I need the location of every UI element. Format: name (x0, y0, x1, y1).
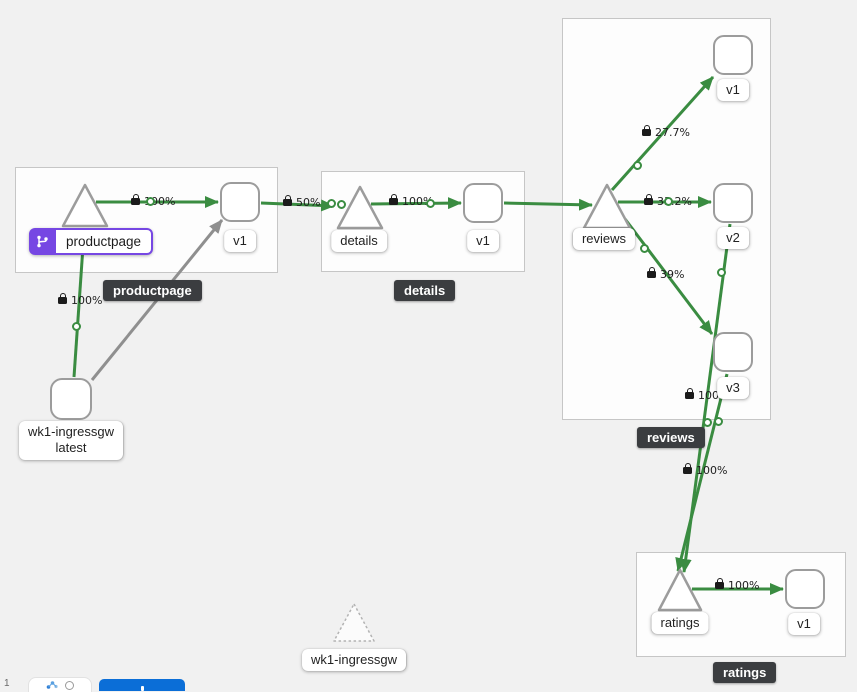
clipped-button-text (140, 686, 144, 691)
edge-label-ppv1-details: 50% (283, 195, 321, 209)
node-ratings-v1[interactable] (785, 569, 825, 609)
node-productpage-service[interactable] (61, 183, 109, 228)
edge-waypoint-dot (703, 418, 712, 427)
graph-type-button[interactable] (28, 677, 92, 692)
node-label-details-v1[interactable]: v1 (467, 230, 499, 253)
mtls-lock-icon (644, 194, 653, 205)
node-label-idle-gateway[interactable]: wk1-ingressgw (302, 649, 406, 672)
toolbar-indicator: 1 (4, 678, 10, 689)
edge-percentage: 100% (71, 294, 103, 307)
edge-percentage: 33.2% (657, 195, 692, 208)
node-label-reviews-v3[interactable]: v3 (717, 377, 749, 400)
node-idle-gateway-service[interactable] (333, 603, 375, 642)
node-label-ratings-service[interactable]: ratings (651, 612, 709, 635)
group-tooltip-productpage: productpage (103, 280, 202, 301)
edge-waypoint-dot (714, 417, 723, 426)
edge-waypoint-dot (664, 197, 673, 206)
edge-v3-to-ratings[interactable] (675, 373, 729, 572)
edge-waypoint-dot (337, 200, 346, 209)
node-label-ingress-workload[interactable]: wk1-ingressgw latest (19, 421, 123, 460)
mtls-lock-icon (685, 388, 694, 399)
edge-detailsv1-to-reviews[interactable] (503, 198, 593, 211)
edge-label-ratings-v1: 100% (715, 578, 760, 592)
node-reviews-service[interactable] (582, 183, 632, 230)
edge-waypoint-dot (146, 197, 155, 206)
edge-percentage: 50% (296, 196, 321, 209)
edge-waypoint-dot (640, 244, 649, 253)
edge-reviews-to-v1[interactable] (610, 76, 715, 191)
primary-action-button[interactable] (99, 679, 185, 691)
edge-waypoint-dot (327, 199, 336, 208)
node-ratings-service[interactable] (657, 568, 703, 612)
edge-label-v3-ratings: 100% (683, 463, 728, 477)
edge-waypoint-dot (72, 322, 81, 331)
mtls-lock-icon (283, 195, 292, 206)
edge-label-reviews-v3: 39% (647, 267, 685, 281)
edge-ingress-to-productpage[interactable] (72, 231, 90, 378)
edge-label-ingress-productpage: 100% (58, 293, 103, 307)
edge-waypoint-dot (633, 161, 642, 170)
node-label-productpage-v1[interactable]: v1 (224, 230, 256, 253)
node-ingress-workload[interactable] (50, 378, 92, 420)
group-tooltip-reviews: reviews (637, 427, 705, 448)
node-label-details-service[interactable]: details (331, 230, 387, 253)
mtls-lock-icon (715, 578, 724, 589)
edge-percentage: 100% (728, 579, 760, 592)
mtls-lock-icon (131, 194, 140, 205)
edge-ppv1-to-details[interactable] (260, 199, 335, 212)
group-tooltip-ratings: ratings (713, 662, 777, 683)
node-label-reviews-v1[interactable]: v1 (717, 79, 749, 102)
edge-waypoint-dot (717, 268, 726, 277)
productpage-service-name: productpage (56, 228, 154, 255)
edge-label-details-v1: 100% (389, 194, 434, 208)
edge-percentage: 27.7% (655, 126, 690, 139)
status-ring-icon (65, 680, 74, 690)
mtls-lock-icon (58, 293, 67, 304)
edge-reviews-to-v3[interactable] (623, 218, 714, 335)
edge-details-to-v1[interactable] (370, 197, 462, 210)
node-label-reviews-service[interactable]: reviews (572, 228, 636, 251)
node-reviews-v3[interactable] (713, 332, 753, 372)
edge-waypoint-dot (426, 199, 435, 208)
productpage-service-label[interactable]: productpage (29, 228, 154, 255)
node-productpage-v1[interactable] (220, 182, 260, 222)
mtls-lock-icon (642, 125, 651, 136)
group-tooltip-details: details (394, 280, 456, 301)
node-details-service[interactable] (336, 185, 384, 230)
mtls-lock-icon (389, 194, 398, 205)
virtual-service-badge (29, 228, 56, 255)
mtls-lock-icon (647, 267, 656, 278)
edge-percentage: 39% (660, 268, 685, 281)
edge-percentage: 100% (696, 464, 728, 477)
mtls-lock-icon (683, 463, 692, 474)
code-branch-icon (37, 235, 48, 248)
node-label-ratings-v1[interactable]: v1 (788, 613, 820, 636)
node-reviews-v1[interactable] (713, 35, 753, 75)
ingress-workload-name: wk1-ingressgw (28, 424, 114, 439)
node-reviews-v2[interactable] (713, 183, 753, 223)
graph-icon (46, 681, 58, 689)
edge-percentage: 100% (402, 195, 434, 208)
node-label-reviews-v2[interactable]: v2 (717, 227, 749, 250)
node-details-v1[interactable] (463, 183, 503, 223)
edge-label-reviews-v1: 27.7% (642, 125, 690, 139)
ingress-workload-version: latest (55, 440, 87, 456)
